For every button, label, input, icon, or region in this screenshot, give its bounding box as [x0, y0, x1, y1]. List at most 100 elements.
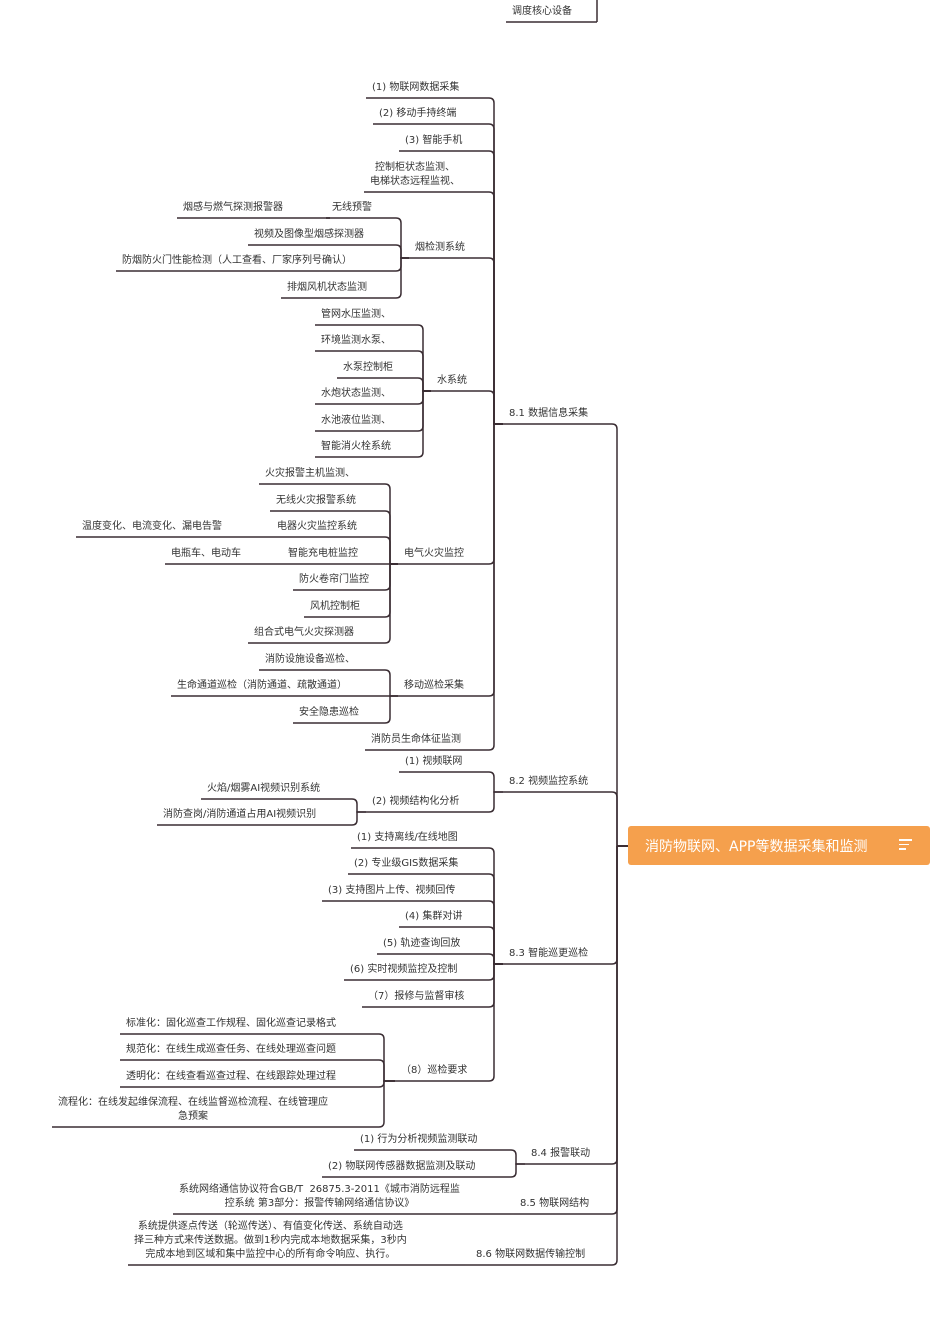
connector-b81-c6-4: [417, 390, 431, 405]
mindmap-node-b83-c7[interactable]: （7）报修与监督审核: [368, 991, 465, 1002]
connector-b81-c8: [488, 423, 503, 697]
mindmap-node-b83-c8-3[interactable]: 透明化：在线查看巡查过程、在线跟踪处理过程: [126, 1071, 336, 1082]
mindmap-node-b81-c6-2[interactable]: 环境监测水泵、: [321, 335, 391, 346]
mindmap-node-b81-c5-1-1[interactable]: 烟感与燃气探测报警器: [183, 202, 283, 213]
connector-b81-c6-2: [417, 350, 431, 392]
mindmap-node-b81-c5[interactable]: 烟检测系统: [415, 242, 465, 253]
connector-b83-c4: [488, 926, 503, 965]
root-node[interactable]: 消防物联网、APP等数据采集和监测: [628, 826, 930, 865]
mindmap-node-b81-c7-3-1[interactable]: 温度变化、电流变化、漏电告警: [82, 521, 222, 532]
connector-b83-c2: [488, 873, 503, 965]
connector-b82-c1: [488, 771, 503, 793]
mindmap-node-b86[interactable]: 8.6 物联网数据传输控制: [476, 1249, 586, 1260]
mindmap-node-b81-c8[interactable]: 移动巡检采集: [404, 680, 464, 691]
mindmap-node-b81-c7-5[interactable]: 防火卷帘门监控: [299, 574, 369, 585]
mindmap-node-b82-c2-1[interactable]: 火焰/烟雾AI视频识别系统: [207, 783, 321, 794]
mindmap-node-b81-c6[interactable]: 水系统: [437, 375, 467, 386]
connector-b84-c1: [510, 1149, 525, 1165]
mindmap-node-b81-c5-2[interactable]: 视频及图像型烟感探测器: [254, 229, 364, 240]
mindmap-node-b81-c7-1[interactable]: 火灾报警主机监测、: [265, 468, 355, 479]
connector-b83-c3: [488, 900, 503, 965]
connector-b81-c7-2: [384, 510, 398, 565]
connector-b83-c8-1: [378, 1033, 395, 1082]
mindmap-node-b81-c5-1[interactable]: 无线预警: [332, 202, 372, 213]
mindmap-node-b84-c2[interactable]: (2) 物联网传感器数据监测及联动: [328, 1161, 476, 1172]
connector-b82: [611, 791, 618, 846]
mindmap-node-b81-c7-4[interactable]: 智能充电桩监控: [288, 548, 358, 559]
mindmap-node-b81[interactable]: 8.1 数据信息采集: [509, 408, 589, 419]
connector-b86: [611, 846, 618, 1266]
connector-b81-c5-2: [395, 244, 409, 259]
connector-b83-c8-3: [378, 1080, 395, 1088]
mindmap-node-b83-c8-1[interactable]: 标准化：固化巡查工作规程、固化巡查记录格式: [126, 1018, 336, 1029]
connector-b82-c2-2: [351, 811, 366, 826]
connector-b83-c8-4: [378, 1080, 395, 1128]
connector-b81-c6-6: [417, 390, 431, 458]
mindmap-node-b82-c1[interactable]: (1) 视频联网: [405, 756, 463, 767]
connector-b81-c7: [488, 423, 503, 565]
mindmap-node-top-partial[interactable]: 调度核心设备: [512, 6, 572, 17]
mindmap-node-b84-c1[interactable]: (1) 行为分析视频监测联动: [360, 1134, 478, 1145]
connector-b81-c5: [488, 257, 503, 425]
mindmap-node-b82-c2-2[interactable]: 消防查岗/消防通道占用AI视频识别: [163, 809, 317, 820]
mindmap-node-b83-c4[interactable]: (4) 集群对讲: [405, 911, 463, 922]
mindmap-node-b85[interactable]: 8.5 物联网结构: [520, 1198, 590, 1209]
mindmap-node-b86-c1[interactable]: 系统提供逐点传送（轮巡传送）、有值变化传送、系统自动选 择三种方式来传送数据。做…: [134, 1221, 407, 1260]
mindmap-node-b83-c3[interactable]: (3) 支持图片上传、视频回传: [328, 885, 456, 896]
connector-b83-c5: [488, 953, 503, 965]
mindmap-node-b84[interactable]: 8.4 报警联动: [531, 1148, 591, 1159]
mindmap-node-b83[interactable]: 8.3 智能巡更巡检: [509, 948, 589, 959]
mindmap-node-b83-c8-4[interactable]: 流程化：在线发起维保流程、在线监督巡检流程、在线管理应 急预案: [58, 1097, 328, 1122]
mindmap-node-b81-c7[interactable]: 电气火灾监控: [404, 548, 464, 559]
connector-b81-c2: [488, 123, 503, 425]
mindmap-node-b82[interactable]: 8.2 视频监控系统: [509, 776, 589, 787]
connector-b81-c5-3: [395, 257, 409, 272]
mindmap-node-b81-c8-3[interactable]: 安全隐患巡检: [299, 707, 359, 718]
connector-b81-c6-5: [417, 390, 431, 432]
connector-b81-c9: [488, 423, 503, 751]
mindmap-node-b83-c1[interactable]: (1) 支持离线/在线地图: [357, 832, 458, 843]
mindmap-node-b81-c6-4[interactable]: 水炮状态监测、: [321, 388, 391, 399]
mindmap-node-b81-c6-6[interactable]: 智能消火栓系统: [321, 441, 391, 452]
mindmap-node-b83-c2[interactable]: (2) 专业级GIS数据采集: [354, 858, 459, 869]
connector-b82-c2: [488, 791, 503, 813]
connector-b83-c7: [488, 963, 503, 1008]
mindmap-node-b81-c3[interactable]: (3) 智能手机: [405, 135, 463, 146]
mindmap-node-b81-c4[interactable]: 控制柜状态监测、 电梯状态远程监视、: [370, 162, 460, 187]
mindmap-node-b81-c1[interactable]: (1) 物联网数据采集: [372, 82, 460, 93]
mindmap-node-b81-c7-6[interactable]: 风机控制柜: [310, 601, 360, 612]
connector-b81-c7-1: [384, 483, 398, 565]
connector-b81-c6-1: [417, 324, 431, 392]
connector-b81-c5-4: [395, 257, 409, 299]
mindmap-node-b83-c5[interactable]: (5) 轨迹查询回放: [383, 938, 461, 949]
connector-b81-c6-3: [417, 377, 431, 392]
mindmap-node-b81-c6-1[interactable]: 管网水压监测、: [321, 309, 391, 320]
mindmap-node-b81-c2[interactable]: (2) 移动手持终端: [379, 108, 457, 119]
connector-b81-c3: [488, 150, 503, 425]
mindmap-node-b81-c8-1[interactable]: 消防设施设备巡检、: [265, 654, 355, 665]
mindmap-node-b82-c2[interactable]: (2) 视频结构化分析: [372, 796, 460, 807]
mindmap-node-b83-c6[interactable]: (6) 实时视频监控及控制: [350, 964, 458, 975]
mindmap-node-b83-c8-2[interactable]: 规范化：在线生成巡查任务、在线处理巡查问题: [126, 1044, 336, 1055]
mindmap-node-b81-c6-3[interactable]: 水泵控制柜: [343, 362, 393, 373]
connector-b83-c8-2: [378, 1059, 395, 1082]
mindmap-node-b81-c5-4[interactable]: 排烟风机状态监测: [287, 282, 367, 293]
mindmap-node-b81-c6-5[interactable]: 水池液位监测、: [321, 415, 391, 426]
mindmap-node-b81-c7-3[interactable]: 电器火灾监控系统: [277, 521, 357, 532]
mindmap-node-b81-c5-3[interactable]: 防烟防火门性能检测（人工查看、厂家序列号确认）: [122, 255, 352, 266]
connector-b83-c8: [488, 963, 503, 1082]
mindmap-node-b83-c8[interactable]: （8）巡检要求: [401, 1065, 468, 1076]
connector-b82-c2-1: [351, 798, 366, 813]
mindmap-node-b85-c1[interactable]: 系统网络通信协议符合GB/T 26875.3-2011《城市消防远程监 控系统 …: [179, 1184, 460, 1209]
notes-icon[interactable]: [899, 839, 912, 851]
mindmap-node-b81-c7-4-1[interactable]: 电瓶车、电动车: [171, 548, 241, 559]
connector-b81-c1: [488, 97, 503, 425]
mindmap-node-b81-c7-2[interactable]: 无线火灾报警系统: [276, 495, 356, 506]
connector-b81-c7-3: [384, 536, 398, 565]
mindmap-node-b81-c7-7[interactable]: 组合式电气火灾探测器: [254, 627, 354, 638]
mindmap-node-b81-c8-2[interactable]: 生命通道巡检（消防通道、疏散通道）: [177, 680, 347, 691]
connector-b81-c8-3: [384, 695, 398, 724]
mindmap-node-b81-c9[interactable]: 消防员生命体征监测: [371, 734, 461, 745]
